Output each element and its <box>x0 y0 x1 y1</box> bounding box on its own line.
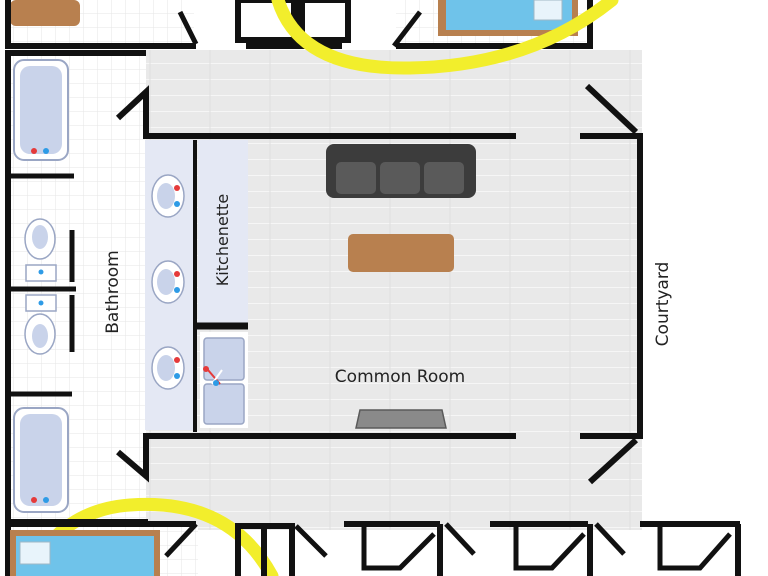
top-closets <box>235 0 351 49</box>
toilet-water <box>32 225 48 249</box>
room-label-kitchenette: Kitchenette <box>213 194 232 286</box>
bottom-left-room <box>8 521 198 576</box>
coffee-table <box>348 234 454 272</box>
kitchenette: Kitchenette <box>196 140 248 428</box>
kitchen-double-sink <box>200 332 248 428</box>
sink-counter <box>145 140 197 432</box>
sink <box>151 260 185 304</box>
bathroom: Bathroom <box>5 50 148 576</box>
faucet-cold <box>43 148 49 154</box>
toilet-water <box>32 324 48 348</box>
room-label-bathroom: Bathroom <box>103 250 123 334</box>
sofa <box>326 144 476 198</box>
room-label-common-room: Common Room <box>335 367 465 387</box>
room-label-courtyard: Courtyard <box>653 262 673 347</box>
faucet-cold <box>38 300 44 306</box>
door-swing-arc <box>271 0 619 75</box>
bathtub-basin <box>20 414 62 506</box>
faucet-hot <box>31 497 37 503</box>
sink <box>151 346 185 390</box>
faucet-hot <box>31 148 37 154</box>
faucet-cold <box>38 269 44 275</box>
common-room: Common Room <box>115 83 643 485</box>
faucet-cold <box>43 497 49 503</box>
hallway-floor-right <box>580 50 640 530</box>
closet-box <box>299 0 351 43</box>
tv-console <box>355 409 447 429</box>
bottom-left-pillow <box>19 541 51 565</box>
bathtub-basin <box>20 66 62 154</box>
bottom-closets <box>235 521 741 576</box>
top-right-room <box>392 0 593 49</box>
sink <box>151 174 185 218</box>
top-left-bed-frame <box>10 0 80 26</box>
top-right-pillow <box>533 0 563 21</box>
top-left-room <box>5 0 199 49</box>
kitchenette-counter <box>198 140 248 326</box>
